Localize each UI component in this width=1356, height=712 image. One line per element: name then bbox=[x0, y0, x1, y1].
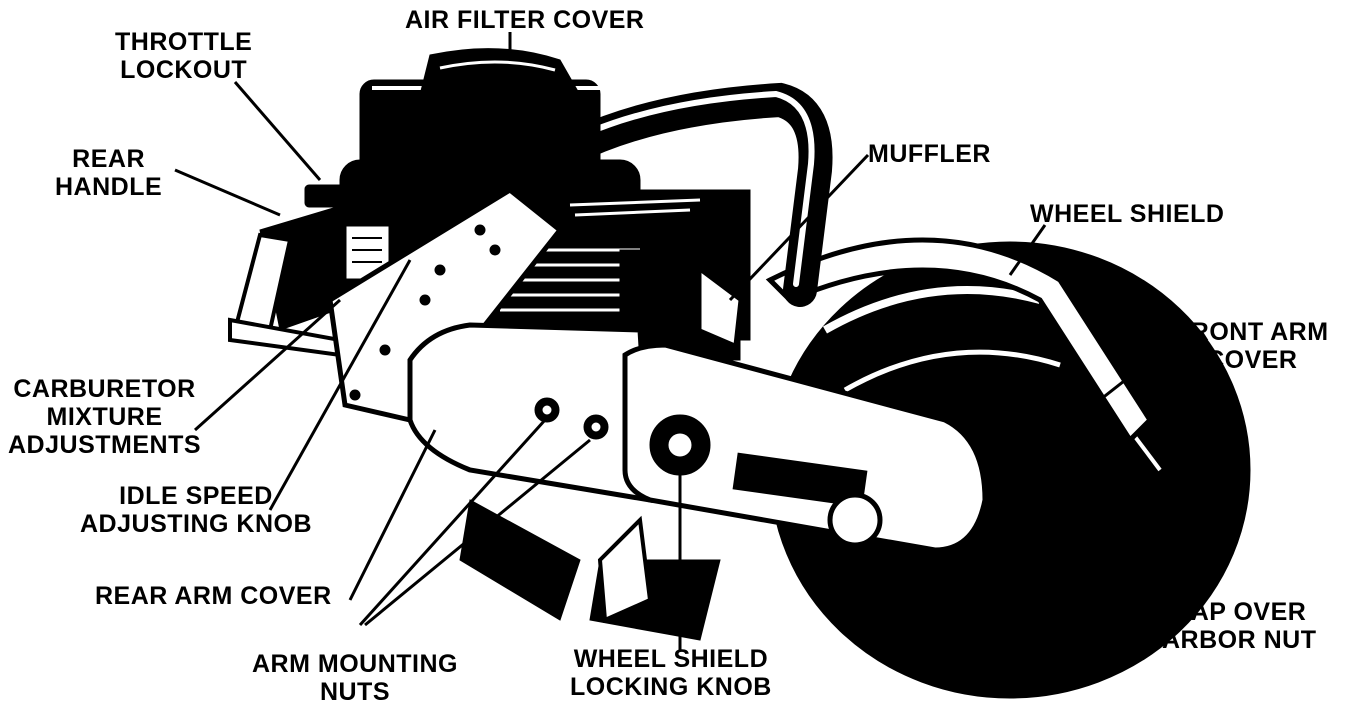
leader-lines bbox=[174, 32, 1171, 650]
label-rear-arm-cover: REAR ARM COVER bbox=[95, 582, 332, 610]
label-air-filter-cover: AIR FILTER COVER bbox=[405, 6, 645, 34]
rear-arm-cover-part bbox=[407, 322, 653, 503]
label-front-arm-cover: FRONT ARM COVER bbox=[1175, 318, 1329, 374]
label-muffler: MUFFLER bbox=[868, 140, 991, 168]
label-throttle-lockout: THROTTLE LOCKOUT bbox=[115, 28, 253, 84]
base-plates bbox=[459, 499, 721, 641]
label-wheel-shield: WHEEL SHIELD bbox=[1030, 200, 1225, 228]
label-carburetor-mixture-adjustments: CARBURETOR MIXTURE ADJUSTMENTS bbox=[8, 375, 202, 459]
front-arm-cover-part bbox=[622, 342, 988, 553]
label-idle-speed-adjusting-knob: IDLE SPEED ADJUSTING KNOB bbox=[80, 482, 313, 538]
wheel-shield-part bbox=[765, 237, 1154, 444]
engine-body bbox=[339, 48, 751, 361]
label-arm-mounting-nuts: ARM MOUNTING NUTS bbox=[252, 650, 458, 706]
label-rear-handle: REAR HANDLE bbox=[55, 145, 163, 201]
label-cap-over-arbor-nut: CAP OVER ARBOR NUT bbox=[1162, 598, 1317, 654]
label-wheel-shield-locking-knob: WHEEL SHIELD LOCKING KNOB bbox=[570, 645, 772, 701]
